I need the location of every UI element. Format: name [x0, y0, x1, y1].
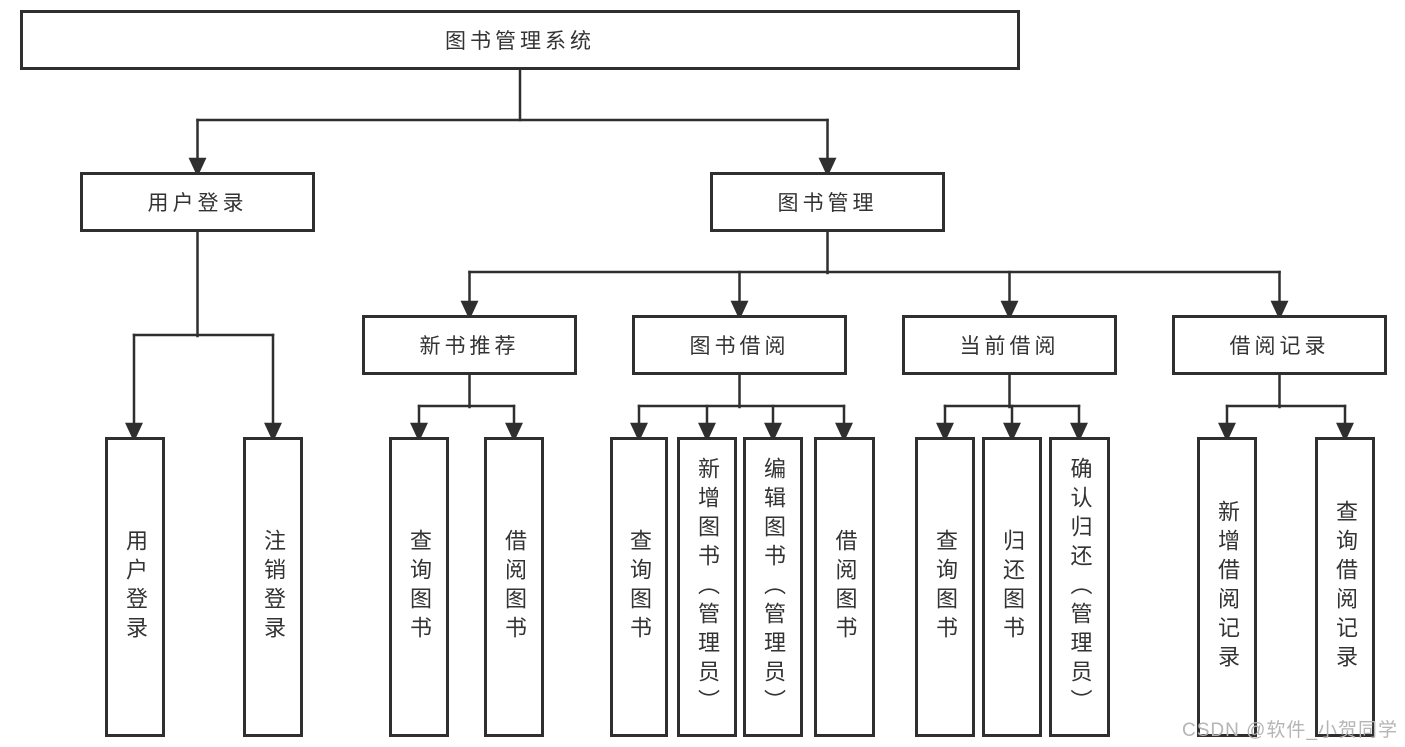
node-current-borrow: 当前借阅	[902, 315, 1117, 375]
node-leaf-query-borrow-record: 查询借阅记录	[1315, 437, 1375, 737]
csdn-watermark: CSDN @软件_小贺同学	[1182, 720, 1398, 741]
connector-current-borrow-to-leaves	[936, 373, 1088, 442]
connector-book-borrow-to-leaves	[630, 373, 853, 442]
node-leaf-query-books-3: 查询图书	[915, 437, 975, 737]
node-leaf-edit-book-admin: 编辑图书（管理员）	[743, 437, 803, 737]
connector-new-book-rec-to-leaves	[410, 373, 523, 442]
node-leaf-confirm-return-admin: 确认归还（管理员）	[1049, 437, 1110, 737]
node-leaf-query-books-1: 查询图书	[389, 437, 449, 737]
connector-borrow-records-to-leaves	[1218, 373, 1354, 442]
node-new-book-recommend: 新书推荐	[362, 315, 577, 375]
node-leaf-logout: 注销登录	[243, 437, 303, 737]
node-borrow-records: 借阅记录	[1172, 315, 1387, 375]
node-leaf-add-borrow-record: 新增借阅记录	[1197, 437, 1257, 737]
node-leaf-borrow-books-2: 借阅图书	[814, 437, 875, 737]
connector-book-mgmt-to-level3	[460, 230, 1289, 320]
connector-user-login-to-leaves	[125, 230, 282, 442]
node-user-login-group: 用户登录	[80, 172, 315, 232]
node-leaf-user-login: 用户登录	[105, 437, 165, 737]
node-library-management-system: 图书管理系统	[20, 10, 1020, 70]
node-leaf-return-book: 归还图书	[982, 437, 1042, 737]
node-leaf-query-books-2: 查询图书	[610, 437, 668, 737]
node-leaf-add-book-admin: 新增图书（管理员）	[677, 437, 737, 737]
node-leaf-borrow-books-1: 借阅图书	[484, 437, 544, 737]
connector-root-to-level2	[188, 68, 837, 177]
node-book-management: 图书管理	[710, 172, 945, 232]
node-book-borrow: 图书借阅	[632, 315, 847, 375]
